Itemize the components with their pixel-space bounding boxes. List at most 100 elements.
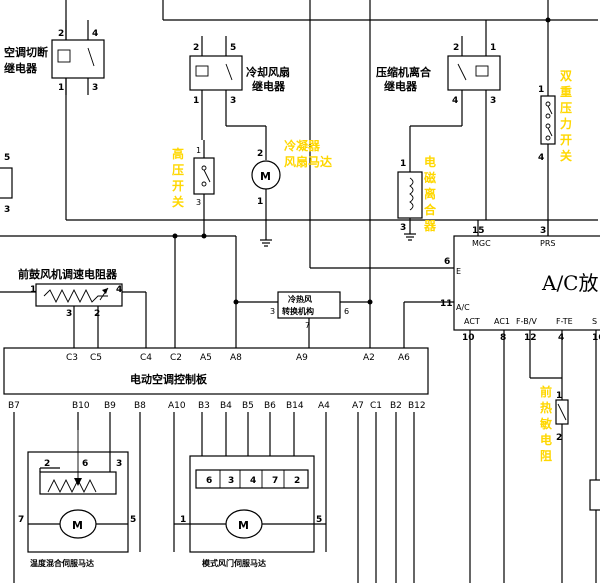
panel-bot-b12: B12 <box>408 401 426 411</box>
relay-ac-pin-4: 4 <box>92 29 98 39</box>
dual-switch-label-2: 重 <box>560 84 572 99</box>
middle-wires <box>0 233 454 348</box>
ecu-bpin-s: S <box>592 317 597 326</box>
temp-servo-pin-7: 7 <box>18 515 24 525</box>
relay-ac-pin-1: 1 <box>58 83 64 93</box>
relay-comp-label-1: 压缩机离合 <box>376 65 432 79</box>
ecu-pin-6: 6 <box>444 257 450 267</box>
panel-top-a9: A9 <box>296 353 308 363</box>
relay-comp-pin-2: 2 <box>453 43 459 53</box>
mode-servo-pin-5: 5 <box>316 515 322 525</box>
temp-servo: M 2 6 3 7 5 温度混合伺服马达 <box>18 430 136 568</box>
recirc-pin-7: 7 <box>305 321 310 330</box>
blower-resistor: 1 4 3 2 前鼓风机调速电阻器 <box>0 267 147 348</box>
mode-servo-pin-1: 1 <box>180 515 186 525</box>
resistor-label: 前鼓风机调速电阻器 <box>18 267 118 281</box>
clutch-label-3: 离 <box>424 186 436 201</box>
hp-switch-label-3: 开 <box>172 179 184 193</box>
sensor-pin-1: 1 <box>556 391 562 401</box>
clutch-label-2: 磁 <box>423 170 436 185</box>
resistor-pin-2: 2 <box>94 309 100 319</box>
ac-ecu: 15 MGC 3 PRS 6 E 11 A/C A/C放 ACT AC1 F-B… <box>440 220 600 583</box>
panel-bot-b4: B4 <box>220 401 232 411</box>
panel-bot-a10: A10 <box>168 401 186 411</box>
dual-switch-label-6: 关 <box>560 148 572 163</box>
ecu-bpin-8: 8 <box>500 333 506 343</box>
panel-top-c2: C2 <box>170 353 182 363</box>
clutch-label-4: 合 <box>424 202 437 217</box>
mode-servo-pin-6: 6 <box>206 476 212 486</box>
panel-bot-b5: B5 <box>242 401 254 411</box>
mode-servo: M 6 3 4 7 2 1 5 模式风门伺服马达 <box>174 455 326 568</box>
sensor-label-5: 阻 <box>540 448 552 463</box>
mode-servo-motor: M <box>238 519 249 532</box>
panel-bot-b8: B8 <box>134 401 146 411</box>
ecu-bpin-act: ACT <box>464 317 480 326</box>
resistor-pin-3: 3 <box>66 309 72 319</box>
relay-ac-pin-2: 2 <box>58 29 64 39</box>
panel-top-c4: C4 <box>140 353 152 363</box>
condenser-motor-label-1: 冷凝器 <box>284 138 321 153</box>
condenser-fan-motor: M 2 1 冷凝器 风扇马达 <box>251 126 332 247</box>
temp-servo-label: 温度混合伺服马达 <box>30 558 94 568</box>
left-pin-3: 3 <box>4 205 10 215</box>
ecu-pin-prs: PRS <box>540 239 555 248</box>
panel-bot-b7: B7 <box>8 401 20 411</box>
ecu-bpin-fte: F-TE <box>556 317 573 326</box>
dual-switch-pin-1: 1 <box>538 85 544 95</box>
ecu-pin-3: 3 <box>540 226 546 236</box>
ecu-bpin-fbv: F-B/V <box>516 317 537 326</box>
left-edge-component: 5 3 <box>0 153 13 215</box>
relay-fan-label-2: 继电器 <box>252 79 286 93</box>
bottom-wires <box>13 412 415 583</box>
mode-servo-pin-2: 2 <box>294 476 300 486</box>
ecu-pin-e: E <box>456 267 461 276</box>
relay-fan-pin-5: 5 <box>230 43 236 53</box>
panel-bot-c1: C1 <box>370 401 382 411</box>
dual-switch-label-1: 双 <box>560 69 572 83</box>
panel-top-c3: C3 <box>66 353 78 363</box>
temp-servo-motor: M <box>72 519 83 532</box>
clutch-label-5: 器 <box>423 219 437 233</box>
condenser-motor-pin-1: 1 <box>257 197 263 207</box>
ecu-pin-mgc: MGC <box>472 239 491 248</box>
evaporator-sensor: 1 2 前 热 敏 电 阻 <box>539 384 600 511</box>
sensor-label-1: 前 <box>540 384 552 399</box>
mode-servo-pin-3: 3 <box>228 476 234 486</box>
ecu-pin-11: 11 <box>440 299 453 309</box>
hp-switch-pin-3: 3 <box>196 198 201 207</box>
relay-comp-pin-4: 4 <box>452 96 458 106</box>
hp-switch-label-1: 高 <box>172 146 184 161</box>
clutch-label-1: 电 <box>424 154 436 169</box>
hp-switch-label-2: 压 <box>172 163 184 177</box>
relay-compressor: 2 1 4 3 压缩机离合 继电器 <box>376 20 501 220</box>
panel-top-a5: A5 <box>200 353 212 363</box>
hp-switch-pin-1: 1 <box>196 146 201 155</box>
dual-pressure-switch: 1 4 双 重 压 力 开 关 <box>538 20 572 238</box>
resistor-pin-4: 4 <box>116 285 122 295</box>
panel-label: 电动空调控制板 <box>130 372 208 386</box>
dual-switch-pin-4: 4 <box>538 153 544 163</box>
mode-servo-label: 模式风门伺服马达 <box>202 558 266 568</box>
clutch-pin-1: 1 <box>400 159 406 169</box>
recirc-pin-3: 3 <box>270 307 275 316</box>
mode-servo-pin-7: 7 <box>272 476 278 486</box>
sensor-pin-2: 2 <box>556 433 562 443</box>
panel-bot-a4: A4 <box>318 401 330 411</box>
ecu-pin-ac: A/C <box>456 303 470 312</box>
clutch-coil: 1 3 电 磁 离 合 器 <box>397 154 437 241</box>
ecu-bpin-10: 10 <box>462 333 475 343</box>
recirc-label-2: 转换机构 <box>282 306 314 316</box>
ecu-bpin-ac1: AC1 <box>494 317 510 326</box>
clutch-pin-3: 3 <box>400 223 406 233</box>
dual-switch-label-3: 压 <box>560 101 572 115</box>
resistor-pin-1: 1 <box>30 285 36 295</box>
relay-fan-pin-1: 1 <box>193 96 199 106</box>
recirc-pin-6: 6 <box>344 307 349 316</box>
relay-ac-label-2: 继电器 <box>4 61 38 75</box>
panel-bottom-terminals: B7 B10 B9 B8 A10 B3 B4 B5 B6 B14 A4 A7 C… <box>8 401 426 411</box>
sensor-label-2: 热 <box>540 400 552 415</box>
ecu-title: A/C放 <box>541 271 598 295</box>
relay-ac-cutoff: 2 4 1 3 空调切断 继电器 <box>4 20 105 95</box>
dual-switch-label-5: 开 <box>560 133 572 147</box>
